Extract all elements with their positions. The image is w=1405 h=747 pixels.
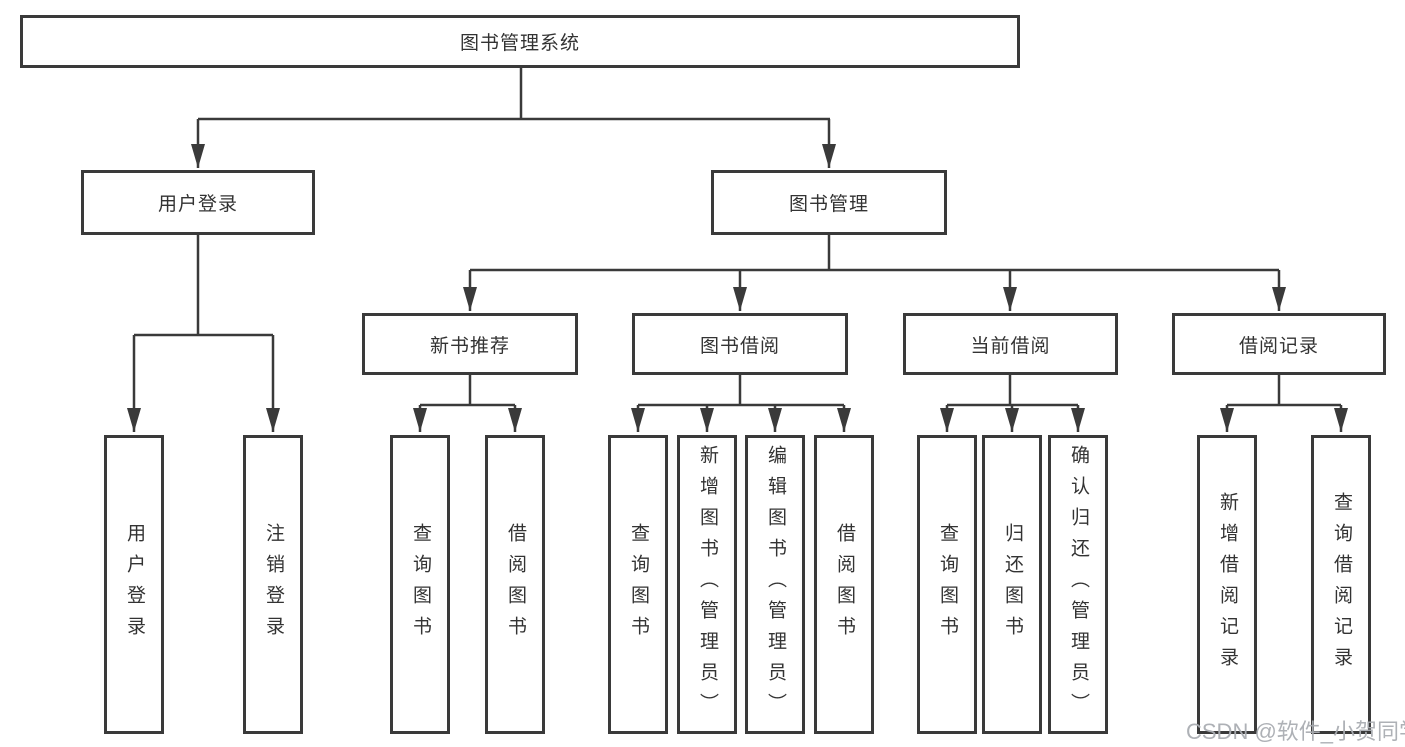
- connector-user-login-children: [127, 234, 280, 432]
- leaf-confirm-return-admin: 确认归还（管理员）: [1048, 435, 1108, 734]
- leaf-user-login: 用户登录: [104, 435, 164, 734]
- leaf-borrow-books: 借阅图书: [814, 435, 874, 734]
- node-user-login: 用户登录: [81, 170, 315, 235]
- connector-new-book-recommend-children: [413, 374, 522, 432]
- connector-book-management-children: [463, 234, 1286, 311]
- node-borrow-records: 借阅记录: [1172, 313, 1386, 375]
- leaf-query-borrow-record: 查询借阅记录: [1311, 435, 1371, 734]
- leaf-return-books: 归还图书: [982, 435, 1042, 734]
- node-book-management: 图书管理: [711, 170, 947, 235]
- leaf-edit-books-admin: 编辑图书（管理员）: [745, 435, 805, 734]
- leaf-query-books: 查询图书: [390, 435, 450, 734]
- connector-book-borrow-children: [631, 374, 851, 432]
- leaf-add-books-admin: 新增图书（管理员）: [677, 435, 737, 734]
- connector-root-to-level2: [191, 66, 836, 168]
- connector-current-borrow-children: [940, 374, 1085, 432]
- node-current-borrow: 当前借阅: [903, 313, 1118, 375]
- node-book-management-system: 图书管理系统: [20, 15, 1020, 68]
- node-book-borrow: 图书借阅: [632, 313, 848, 375]
- leaf-borrow-books: 借阅图书: [485, 435, 545, 734]
- leaf-logout: 注销登录: [243, 435, 303, 734]
- csdn-watermark: CSDN @软件_小贺同学: [1186, 719, 1405, 744]
- leaf-query-books: 查询图书: [917, 435, 977, 734]
- connector-borrow-records-children: [1220, 374, 1348, 432]
- leaf-add-borrow-record: 新增借阅记录: [1197, 435, 1257, 734]
- node-new-book-recommend: 新书推荐: [362, 313, 578, 375]
- leaf-query-books: 查询图书: [608, 435, 668, 734]
